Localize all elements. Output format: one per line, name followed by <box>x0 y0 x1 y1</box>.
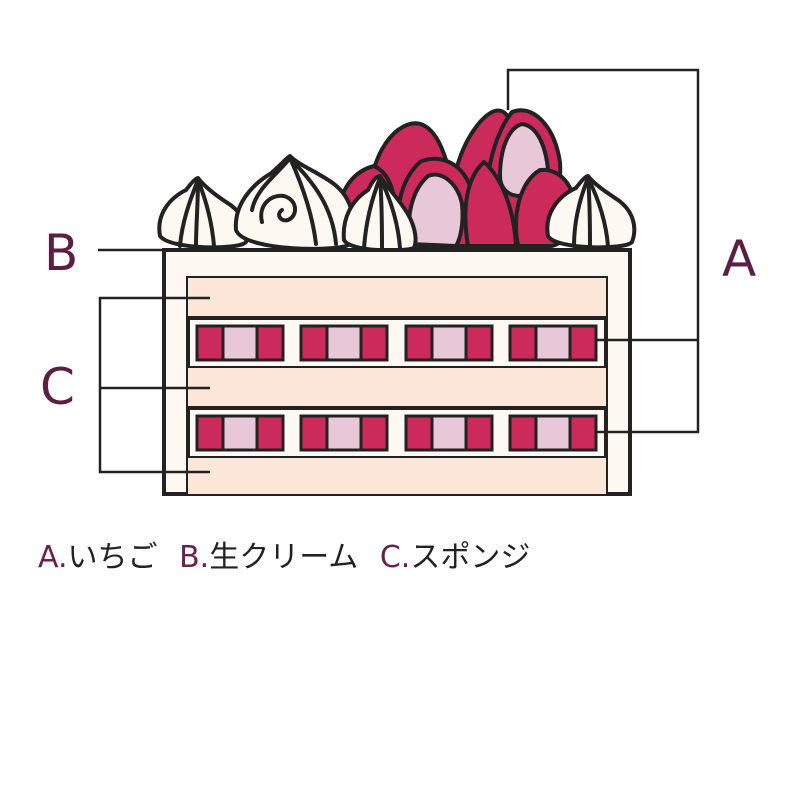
legend-key-a: A. <box>38 540 68 575</box>
strawberry-slice-r2-3 <box>404 414 494 452</box>
strawberry-slice-part <box>359 414 389 452</box>
callout-label-b: B <box>44 224 78 282</box>
strawberry-slice-part <box>534 414 572 452</box>
legend-item-a: A.いちご <box>38 540 158 575</box>
strawberry-slice-part <box>404 324 434 362</box>
legend-item-c: C.スポンジ <box>380 540 530 575</box>
strawberry-slice-r2-4 <box>508 414 598 452</box>
strawberry-slice-r2-1 <box>195 414 285 452</box>
strawberry-slice-part <box>568 414 598 452</box>
leader-line-a <box>506 68 700 434</box>
strawberry-slice-r1-1 <box>195 324 285 362</box>
strawberry-slice-part <box>195 414 225 452</box>
strawberry-slice-part <box>508 324 538 362</box>
strawberry-slice-part <box>568 324 598 362</box>
legend-key-c: C. <box>379 540 411 575</box>
strawberry-slice-part <box>359 324 389 362</box>
cream-dollop-left <box>157 176 249 250</box>
cream-swirl-large <box>233 154 356 251</box>
strawberry-slice-part <box>404 414 434 452</box>
cake-body <box>162 248 632 496</box>
strawberry-slice-part <box>534 324 572 362</box>
cream-dollop-right <box>545 174 637 250</box>
strawberry-slice-r1-3 <box>404 324 494 362</box>
strawberry-slice-part <box>430 414 468 452</box>
strawberry-slice-r2-2 <box>299 414 389 452</box>
legend-text-c: スポンジ <box>410 540 531 575</box>
strawberry-slice-part <box>430 324 468 362</box>
strawberry-slice-part <box>255 324 285 362</box>
strawberry-slice-part <box>508 414 538 452</box>
strawberry-slice-r1-2 <box>299 324 389 362</box>
sponge-layer-middle <box>188 368 606 408</box>
strawberry-slice-part <box>325 324 363 362</box>
strawberry-slices <box>195 324 598 452</box>
strawberry-slice-part <box>299 324 329 362</box>
strawberry-slice-part <box>325 414 363 452</box>
sponge-layer-top <box>188 278 606 318</box>
strawberry-slice-part <box>464 324 494 362</box>
legend-item-b: B.生クリーム <box>179 540 358 575</box>
strawberry-slice-part <box>255 414 285 452</box>
strawberry-center-half-inner <box>406 172 465 248</box>
strawberry-slice-part <box>299 414 329 452</box>
strawberry-slice-part <box>195 324 225 362</box>
callout-label-c: C <box>40 358 75 416</box>
strawberry-slice-part <box>221 324 259 362</box>
callout-label-a: A <box>722 230 756 288</box>
leader-lines <box>98 68 700 474</box>
legend-key-b: B. <box>179 540 210 575</box>
legend-text-a: いちご <box>67 540 158 575</box>
leader-line-c <box>98 296 210 474</box>
strawberry-slice-part <box>464 414 494 452</box>
legend: A.いちご B.生クリーム C.スポンジ <box>38 538 542 578</box>
sponge-layer-bottom <box>188 458 606 494</box>
legend-text-b: 生クリーム <box>209 540 359 575</box>
strawberry-slice-r1-4 <box>508 324 598 362</box>
strawberry-right-small <box>463 160 518 248</box>
strawberry-slice-part <box>221 414 259 452</box>
